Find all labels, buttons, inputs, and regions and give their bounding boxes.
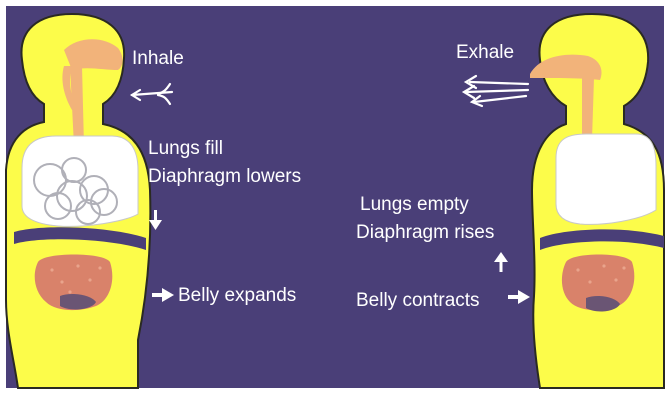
lungs-fill-label: Lungs fill xyxy=(148,138,223,159)
right-figure xyxy=(530,14,664,388)
belly-expands-label: Belly expands xyxy=(178,285,296,306)
exhale-label: Exhale xyxy=(456,42,514,63)
diaphragm-rises-label: Diaphragm rises xyxy=(356,222,494,243)
diaphragm-lowers-label: Diaphragm lowers xyxy=(148,166,301,187)
lungs-empty-label: Lungs empty xyxy=(360,194,469,215)
belly-contracts-label: Belly contracts xyxy=(356,290,480,311)
inhale-label: Inhale xyxy=(132,48,184,69)
right-windpipe xyxy=(582,78,594,140)
right-lungs xyxy=(556,134,656,224)
